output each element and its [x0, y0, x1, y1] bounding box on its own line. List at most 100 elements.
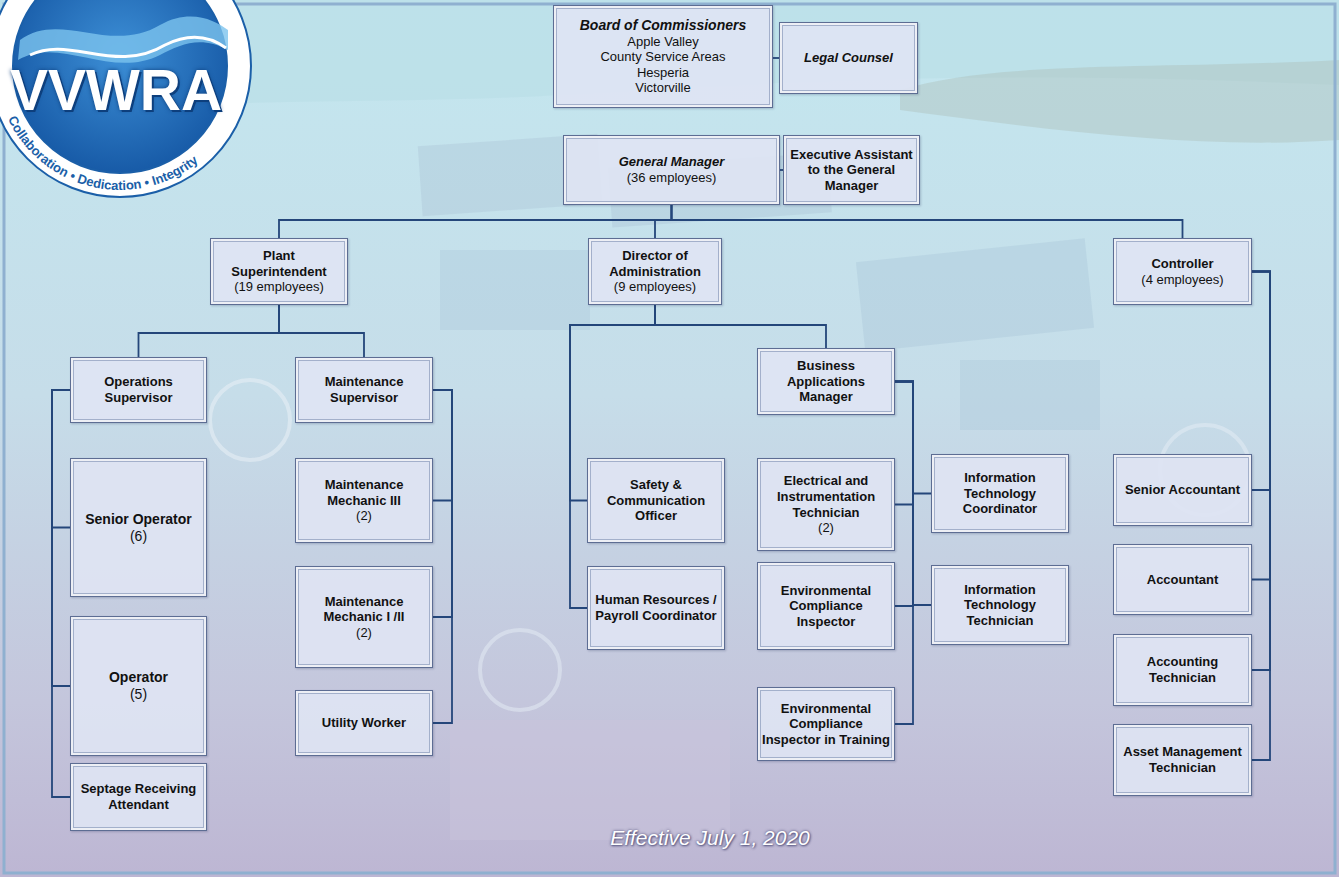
- reporting-line: [1252, 272, 1270, 671]
- role-title: Human Resources / Payroll Coordinator: [592, 592, 720, 623]
- role-title: Safety & Communication Officer: [592, 477, 720, 524]
- role-detail: (4 employees): [1141, 272, 1223, 288]
- role-title: Septage Receiving Attendant: [75, 781, 202, 812]
- org-box: Controller(4 employees): [1113, 238, 1252, 305]
- org-box: Legal Counsel: [779, 22, 918, 94]
- role-detail: Victorville: [635, 80, 690, 96]
- role-detail: (5): [130, 686, 147, 703]
- org-box: General Manager(36 employees): [563, 135, 780, 205]
- role-title: Business Applications Manager: [762, 358, 890, 405]
- role-title: Legal Counsel: [804, 50, 893, 66]
- org-box: Board of CommissionersApple ValleyCounty…: [553, 5, 773, 108]
- org-box: Senior Operator(6): [70, 458, 207, 597]
- pond-shape: [960, 360, 1100, 430]
- clarifier-shape: [480, 630, 560, 710]
- reporting-line: [52, 390, 70, 528]
- org-box: Accounting Technician: [1113, 634, 1252, 706]
- reporting-line: [139, 305, 280, 357]
- role-detail: (36 employees): [627, 170, 717, 186]
- role-title: Accountant: [1147, 572, 1219, 588]
- role-detail: Hesperia: [637, 65, 689, 81]
- role-title: Operator: [109, 669, 168, 686]
- role-title: Environmental Compliance Inspector: [762, 583, 890, 630]
- logo-ring: [0, 0, 251, 197]
- role-title: Maintenance Supervisor: [300, 374, 428, 405]
- org-box: Maintenance Mechanic I /II(2): [295, 566, 433, 668]
- role-detail: (2): [818, 520, 834, 536]
- org-box: Operator(5): [70, 616, 207, 756]
- role-title: Maintenance Mechanic III: [300, 477, 428, 508]
- logo-wordmark: VVWRA: [10, 62, 222, 119]
- role-title: Director of Administration: [593, 248, 717, 279]
- role-title: Asset Management Technician: [1118, 744, 1247, 775]
- role-detail: (9 employees): [614, 279, 696, 295]
- role-title: Senior Operator: [85, 511, 192, 528]
- org-box: Information Technology Coordinator: [931, 454, 1069, 533]
- reporting-line: [655, 205, 672, 238]
- role-detail: (6): [130, 528, 147, 545]
- org-box: Director of Administration(9 employees): [588, 238, 722, 305]
- hill-shape: [900, 60, 1339, 143]
- reporting-line: [279, 205, 672, 238]
- reporting-line: [895, 382, 931, 606]
- role-title: General Manager: [619, 154, 725, 170]
- logo-wave: [18, 16, 228, 62]
- role-detail: (2): [356, 508, 372, 524]
- parking-shape: [450, 720, 730, 840]
- reporting-line: [895, 382, 913, 725]
- reporting-line: [1252, 272, 1270, 761]
- role-title: Senior Accountant: [1125, 482, 1240, 498]
- role-title: Accounting Technician: [1118, 654, 1247, 685]
- org-box: Electrical and Instrumentation Technicia…: [757, 458, 895, 551]
- org-box: Utility Worker: [295, 690, 433, 756]
- org-box: Asset Management Technician: [1113, 724, 1252, 796]
- reporting-line: [433, 390, 452, 617]
- role-title: Information Technology Technician: [936, 582, 1064, 629]
- org-box: Operations Supervisor: [70, 357, 207, 423]
- reporting-line: [52, 390, 70, 797]
- reporting-line: [655, 305, 826, 348]
- role-title: Controller: [1151, 256, 1213, 272]
- pond-shape: [440, 250, 590, 330]
- role-title: Board of Commissioners: [580, 17, 746, 34]
- org-box: Senior Accountant: [1113, 454, 1252, 526]
- org-box: Maintenance Mechanic III(2): [295, 458, 433, 543]
- org-box: Accountant: [1113, 544, 1252, 615]
- role-detail: (2): [356, 625, 372, 641]
- org-box: Human Resources / Payroll Coordinator: [587, 566, 725, 650]
- org-box: Septage Receiving Attendant: [70, 763, 207, 831]
- reporting-line: [672, 205, 1183, 238]
- role-title: Maintenance Mechanic I /II: [300, 594, 428, 625]
- reporting-line: [1252, 272, 1270, 580]
- reporting-line: [895, 382, 913, 607]
- org-box: Maintenance Supervisor: [295, 357, 433, 423]
- reporting-line: [433, 390, 452, 501]
- logo-ring-text: Collaboration • Dedication • Integrity: [5, 113, 201, 193]
- effective-date-caption: Effective July 1, 2020: [540, 826, 880, 850]
- role-title: Operations Supervisor: [75, 374, 202, 405]
- org-box: Plant Superintendent(19 employees): [210, 238, 348, 305]
- pond-shape: [856, 238, 1094, 352]
- org-box: Business Applications Manager: [757, 348, 895, 415]
- role-title: Electrical and Instrumentation Technicia…: [762, 473, 890, 520]
- role-title: Information Technology Coordinator: [936, 470, 1064, 517]
- ring-text-holder: Collaboration • Dedication • Integrity: [5, 113, 201, 193]
- reporting-line: [433, 390, 452, 723]
- role-title: Utility Worker: [322, 715, 406, 731]
- logo-wave-line: [30, 37, 226, 56]
- org-box: Environmental Compliance Inspector in Tr…: [757, 687, 895, 761]
- role-title: Plant Superintendent: [215, 248, 343, 279]
- clarifier-shape: [210, 380, 290, 460]
- org-box: Environmental Compliance Inspector: [757, 562, 895, 650]
- role-title: Executive Assistant to the General Manag…: [788, 147, 915, 194]
- reporting-line: [279, 305, 364, 357]
- role-title: Environmental Compliance Inspector in Tr…: [762, 701, 890, 748]
- role-detail: Apple Valley: [627, 34, 698, 50]
- org-box: Information Technology Technician: [931, 565, 1069, 645]
- org-box: Executive Assistant to the General Manag…: [783, 135, 920, 205]
- role-detail: (19 employees): [234, 279, 324, 295]
- reporting-line: [1252, 272, 1270, 491]
- org-box: Safety & Communication Officer: [587, 458, 725, 543]
- reporting-line: [895, 382, 913, 505]
- role-detail: County Service Areas: [600, 49, 725, 65]
